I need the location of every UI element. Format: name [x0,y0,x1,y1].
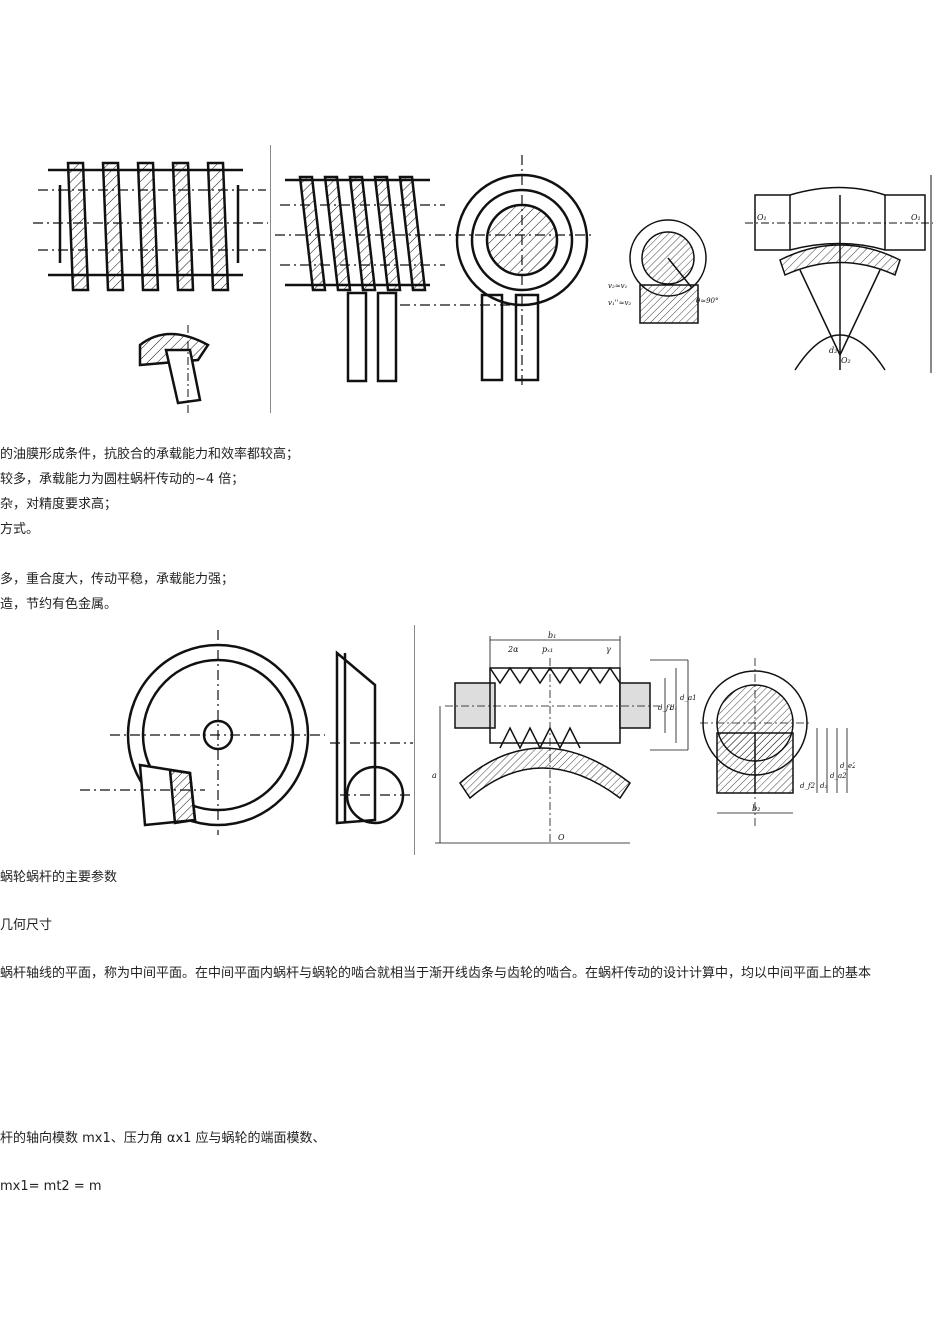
text-line-3: 杂，对精度要求高； [0,497,118,512]
section-heading-main-parameters: 蜗轮蜗杆的主要参数 [0,870,118,885]
text-line-6: 造，节约有色金属。 [0,597,118,612]
figure-sliding-velocity: v₂≈v₁ v₁''≈v₂ θ≈90° [600,210,720,340]
label-df2: d_f2 [800,782,816,790]
text-module-equation: mx1= mt2 = m [0,1179,102,1194]
figure-worm-gear-mesh-side [270,145,600,415]
label-a: a [432,771,437,780]
text-middle-plane: 蜗杆轴线的平面，称为中间平面。在中间平面内蜗杆与蜗轮的啮合就相当于渐开线齿条与齿… [0,966,872,981]
text-line-4: 方式。 [0,522,40,537]
label-v2: v₂≈v₁ [608,282,628,290]
label-de2: d_e2 [840,762,855,770]
label-da2: d_a2 [830,772,847,780]
text-axial-module: 杆的轴向模数 mx1、压力角 αx1 应与蜗轮的端面模数、 [0,1131,326,1146]
label-gamma: γ [606,645,611,654]
label-2alpha: 2α [507,645,519,654]
label-o: O [558,833,565,842]
label-d2: d₂ [820,782,827,790]
figure-worm-teeth-section [28,145,273,415]
label-d1: d₁ [670,704,677,712]
label-d2-top: d₂ [829,346,837,355]
label-o2: O₂ [841,356,851,365]
section-heading-geometry: 几何尺寸 [0,918,53,933]
figure-worm-geometry-dimensions: b₁ 2α pₓ₁ γ d_f1 d₁ d_a1 a O d_f2 d₂ d_a… [430,628,855,853]
label-o1-left: O₁ [757,213,767,222]
figure-enveloping-worm: O₁ O₁ d₂ O₂ [745,175,935,375]
figure-worm-wheel-face [75,625,415,857]
label-b1: b₁ [548,631,556,640]
label-theta: θ≈90° [696,297,719,305]
text-line-2: 较多，承载能力为圆柱蜗杆传动的~4 倍； [0,472,245,487]
text-line-1: 的油膜形成条件，抗胶合的承载能力和效率都较高； [0,447,300,462]
label-px1: pₓ₁ [542,645,553,654]
label-b2: b₂ [752,804,760,813]
label-vs: v₁''≈v₂ [608,299,631,307]
text-line-5: 多，重合度大，传动平稳，承载能力强； [0,572,235,587]
label-df1: d_f1 [658,704,673,712]
label-da1: d_a1 [680,694,697,702]
label-o1-right: O₁ [911,213,921,222]
